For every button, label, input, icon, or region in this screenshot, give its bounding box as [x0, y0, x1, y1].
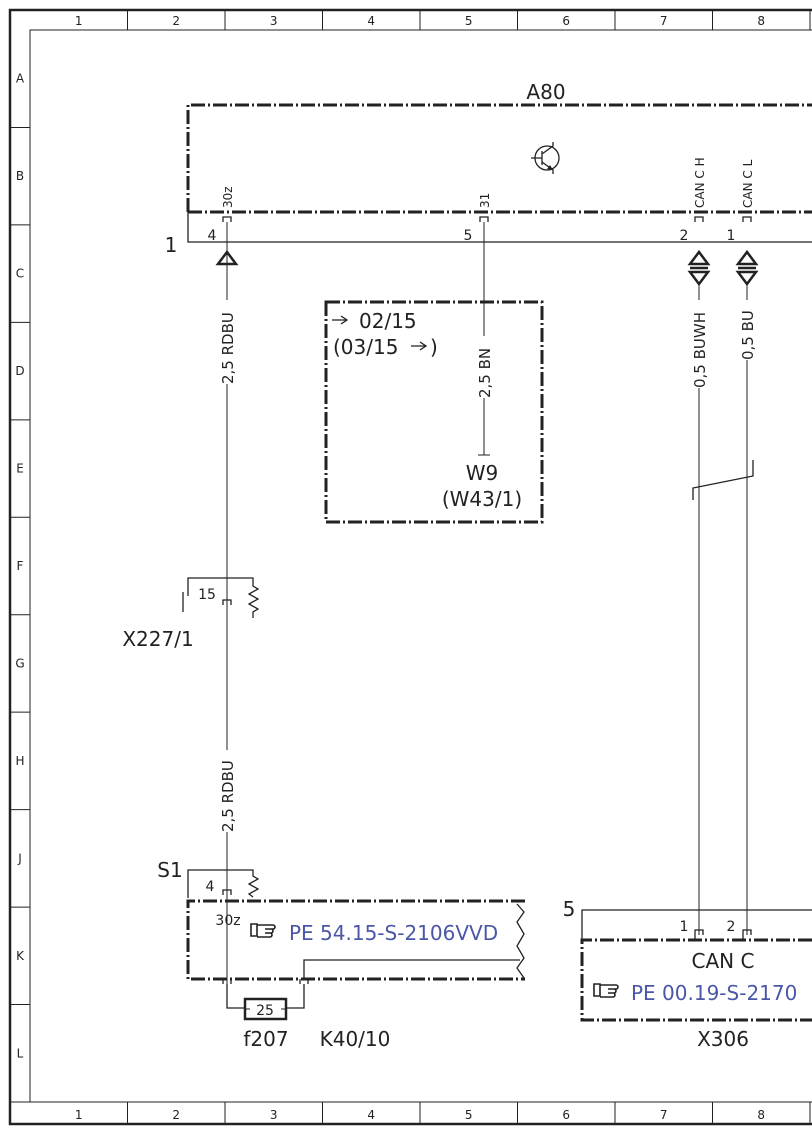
pin-number: 5	[464, 228, 473, 244]
wire-label: 2,5 BN	[476, 348, 494, 398]
column-label: 4	[367, 14, 375, 28]
ground-label[interactable]: W9	[466, 461, 499, 485]
column-label: 7	[660, 14, 668, 28]
wire-label: 0,5 BUWH	[691, 312, 709, 388]
reference-link[interactable]: PE 54.15-S-2106VVD	[289, 921, 498, 945]
pin-number: 2	[727, 919, 736, 935]
column-label: 1	[75, 14, 83, 28]
row-label: A	[16, 72, 25, 86]
transistor-icon	[531, 142, 560, 174]
arrow-right-icon	[332, 315, 349, 325]
ground-alt-label: (W43/1)	[442, 487, 522, 511]
a80-module[interactable]: A80 1 30z 4 31 5 CAN C H 2 CAN C L 1	[165, 80, 812, 257]
arrow-right-icon	[411, 341, 428, 351]
pin-can-c-h[interactable]: CAN C H 2	[680, 157, 707, 244]
pin-signal: 31	[478, 193, 492, 208]
wire-bu[interactable]: 0,5 BU	[739, 284, 757, 935]
row-label: J	[17, 851, 22, 865]
column-label: 8	[757, 1108, 765, 1122]
wire-label: 0,5 BU	[739, 310, 757, 360]
row-label: B	[16, 169, 24, 183]
column-label: 1	[75, 1108, 83, 1122]
fuse-rating: 25	[256, 1003, 274, 1019]
column-label: 2	[172, 1108, 180, 1122]
row-label: G	[15, 656, 24, 670]
x227-label: X227/1	[122, 627, 193, 651]
pin-signal: 30z	[215, 913, 240, 929]
x227-connector[interactable]: 15 X227/1	[122, 577, 260, 651]
pin-signal: CAN C L	[741, 159, 755, 208]
pin-number: 2	[680, 228, 689, 244]
k40-10-module[interactable]: 30z PE 54.15-S-2106VVD	[186, 899, 525, 984]
pin-30z[interactable]: 30z 4	[208, 186, 235, 244]
date-until-close: )	[430, 335, 438, 359]
column-label: 2	[172, 14, 180, 28]
wire-label: 2,5 RDBU	[219, 760, 237, 832]
column-label: 3	[270, 1108, 278, 1122]
pin-number: 15	[198, 587, 216, 603]
k40-10-label: K40/10	[320, 1027, 391, 1051]
row-label: F	[17, 559, 24, 573]
pin-can-c-l[interactable]: CAN C L 1	[727, 159, 755, 244]
pin-number: 1	[727, 228, 736, 244]
connector-label: 1	[165, 233, 178, 257]
reference-hand-icon	[593, 983, 619, 998]
bidirectional-arrow-icon	[735, 249, 759, 287]
wire-bn[interactable]: 2,5 BN	[476, 222, 494, 456]
bidirectional-arrow-icon	[687, 249, 711, 287]
model-year-box: 02/15 (03/15 )	[324, 300, 544, 524]
pin-number: 4	[206, 879, 215, 895]
reference-link[interactable]: PE 00.19-S-2170	[631, 981, 797, 1005]
fuse-label: f207	[243, 1027, 288, 1051]
pin-number: 1	[680, 919, 689, 935]
column-label: 4	[367, 1108, 375, 1122]
column-label: 5	[465, 1108, 473, 1122]
pin-number: 4	[208, 228, 217, 244]
x306-connector[interactable]: 5 1 2 CAN C PE 00.19-S-2170 X306	[563, 897, 812, 1051]
drawing-frame: 1 1 2 2 3 3 4 4 5 5 6 6 7 7 8 8 A B C D E F G H J K L	[8, 8, 812, 1126]
column-label: 7	[660, 1108, 668, 1122]
s1-switch[interactable]: S1 4	[157, 858, 260, 898]
row-label: C	[16, 267, 24, 281]
column-label: 5	[465, 14, 473, 28]
column-label: 6	[562, 14, 570, 28]
twisted-pair-icon	[692, 460, 754, 500]
wire-rdbu[interactable]: 2,5 RDBU 2,5 RDBU	[219, 222, 237, 1008]
row-label: E	[16, 462, 24, 476]
column-label: 6	[562, 1108, 570, 1122]
wire-label: 2,5 RDBU	[219, 312, 237, 384]
x306-label: X306	[697, 1027, 749, 1051]
row-label: D	[15, 364, 24, 378]
pin-31[interactable]: 31 5	[464, 193, 492, 244]
row-label: H	[15, 754, 24, 768]
pin-signal: CAN C H	[693, 157, 707, 208]
date-from: 02/15	[359, 309, 417, 333]
date-until: (03/15	[333, 335, 398, 359]
can-c-title: CAN C	[692, 949, 755, 973]
reference-hand-icon	[250, 923, 276, 938]
pin-signal: 30z	[221, 186, 235, 208]
row-label: K	[16, 949, 25, 963]
column-label: 8	[757, 14, 765, 28]
connector-label: 5	[563, 897, 576, 921]
column-label: 3	[270, 14, 278, 28]
fuse-f207[interactable]: 25 f207	[226, 984, 305, 1051]
s1-label: S1	[157, 858, 182, 882]
row-label: L	[17, 1046, 24, 1060]
a80-label: A80	[526, 80, 565, 104]
wire-buwh[interactable]: 0,5 BUWH	[691, 284, 709, 935]
